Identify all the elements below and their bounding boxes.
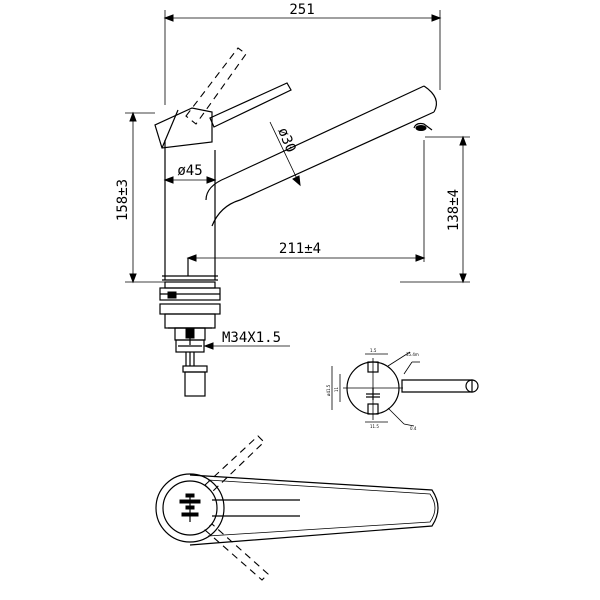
dimension-spout-reach: 211±4 — [186, 140, 426, 262]
lever-detail-view: 1.5 35.4m ø41.5 11 11.5 0.4 — [326, 348, 479, 431]
dimension-text-spout-height: 138±4 — [446, 189, 462, 231]
detail-label-top-right: 35.4m — [406, 352, 419, 357]
dimension-thread: M34X1.5 — [203, 330, 290, 350]
dimension-overall-width: 251 — [163, 2, 442, 105]
detail-label-mid: 11 — [334, 386, 339, 392]
dimension-text-total-height: 158±3 — [115, 179, 131, 221]
dimension-text-body-diameter: ø45 — [177, 163, 202, 179]
dimension-text-overall-width: 251 — [289, 2, 314, 18]
faucet-body-outline — [162, 140, 218, 281]
detail-label-top: 1.5 — [370, 348, 377, 353]
dimension-text-thread: M34X1.5 — [222, 330, 281, 346]
dimension-spout-diameter: ø30 — [269, 121, 301, 187]
detail-label-bottom-right: 0.4 — [410, 426, 417, 431]
dimension-body-diameter: ø45 — [163, 163, 217, 184]
mounting-hardware — [159, 281, 221, 397]
detail-label-left: ø41.5 — [326, 384, 331, 396]
lever-housing — [154, 107, 213, 149]
detail-label-bottom: 11.5 — [370, 424, 379, 429]
side-elevation-view: 251 158±3 138±4 211±4 — [115, 2, 470, 397]
dimension-text-spout-reach: 211±4 — [279, 241, 321, 257]
lever-alt-position — [185, 47, 247, 125]
spout-outline — [205, 85, 437, 227]
dimension-total-height: 158±3 — [115, 111, 165, 284]
lever-handle — [209, 82, 292, 128]
plan-view — [155, 435, 439, 581]
dimension-spout-height: 138±4 — [400, 135, 470, 284]
